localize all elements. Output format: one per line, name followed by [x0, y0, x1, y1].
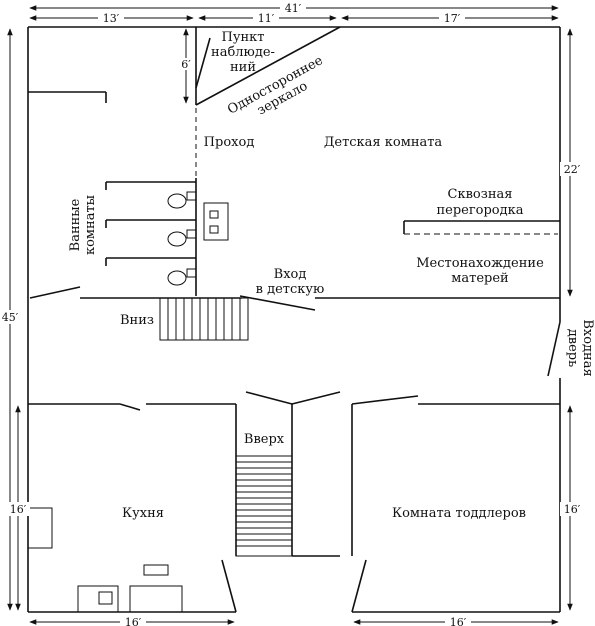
stairs-up: [235, 455, 293, 557]
counter: [27, 507, 53, 549]
dim-mirror-depth: 6′: [181, 58, 191, 71]
stove: [77, 585, 119, 613]
dim-overall-width: 41′: [285, 2, 302, 15]
dim-top-right: 17′: [444, 12, 461, 25]
sink-icon: [143, 564, 169, 576]
observation-booth: [195, 26, 341, 178]
label-kitchen: Кухня: [122, 506, 164, 521]
label-observation-point-2: наблюде-: [211, 45, 275, 60]
dim-top-mid: 11′: [258, 12, 275, 25]
label-down: Вниз: [120, 313, 154, 328]
stove-burner: [98, 591, 113, 605]
label-entrance-children-2: в детскую: [256, 282, 325, 297]
dim-right-lower: 16′: [564, 503, 581, 516]
sink-icon: [209, 210, 219, 219]
label-through-partition-2: перегородка: [436, 203, 523, 218]
label-front-door: Входная дверь: [565, 319, 595, 376]
toilet-icon: [167, 270, 187, 286]
label-mothers-location-1: Местонахождение: [416, 256, 544, 271]
partition: [403, 220, 560, 235]
label-toddlers-room: Комната тоддлеров: [392, 506, 526, 521]
sink-icon: [186, 229, 197, 239]
dim-overall-height: 45′: [2, 311, 19, 324]
label-passage: Проход: [204, 135, 255, 150]
label-up: Вверх: [244, 432, 285, 447]
dim-top-left: 13′: [103, 12, 120, 25]
label-bathrooms-2: комнаты: [83, 195, 98, 255]
label-children-room: Детская комната: [324, 135, 443, 150]
label-bathrooms-1: Ванные: [68, 198, 83, 251]
outer-walls: [27, 26, 561, 613]
kitchen-fixtures: [27, 507, 183, 613]
dim-bottom-left: 16′: [125, 616, 142, 626]
label-mothers-location-2: матерей: [451, 271, 508, 286]
sink-icon: [209, 225, 219, 234]
mid-walls: [29, 286, 561, 377]
sink-icon: [186, 191, 197, 201]
label-entrance-children-1: Вход: [274, 267, 307, 282]
stairs-down: [159, 297, 249, 341]
label-front-door-2: дверь: [565, 329, 580, 367]
lower-walls: [28, 391, 560, 613]
dim-bottom-right: 16′: [450, 616, 467, 626]
label-observation-point-3: ний: [230, 60, 256, 75]
cabinet: [129, 585, 183, 613]
sink-cabinet: [203, 202, 229, 241]
toilet-icon: [167, 231, 187, 247]
dim-left-lower: 16′: [10, 503, 27, 516]
toilet-icon: [167, 193, 187, 209]
label-observation-point-1: Пункт: [222, 30, 265, 45]
label-front-door-1: Входная: [580, 319, 595, 376]
label-through-partition-1: Сквозная: [448, 187, 513, 202]
label-bathrooms: Ванные комнаты: [68, 195, 98, 255]
sink-icon: [186, 268, 197, 278]
bathrooms-block: [28, 91, 229, 296]
dim-right-upper: 22′: [564, 163, 581, 176]
